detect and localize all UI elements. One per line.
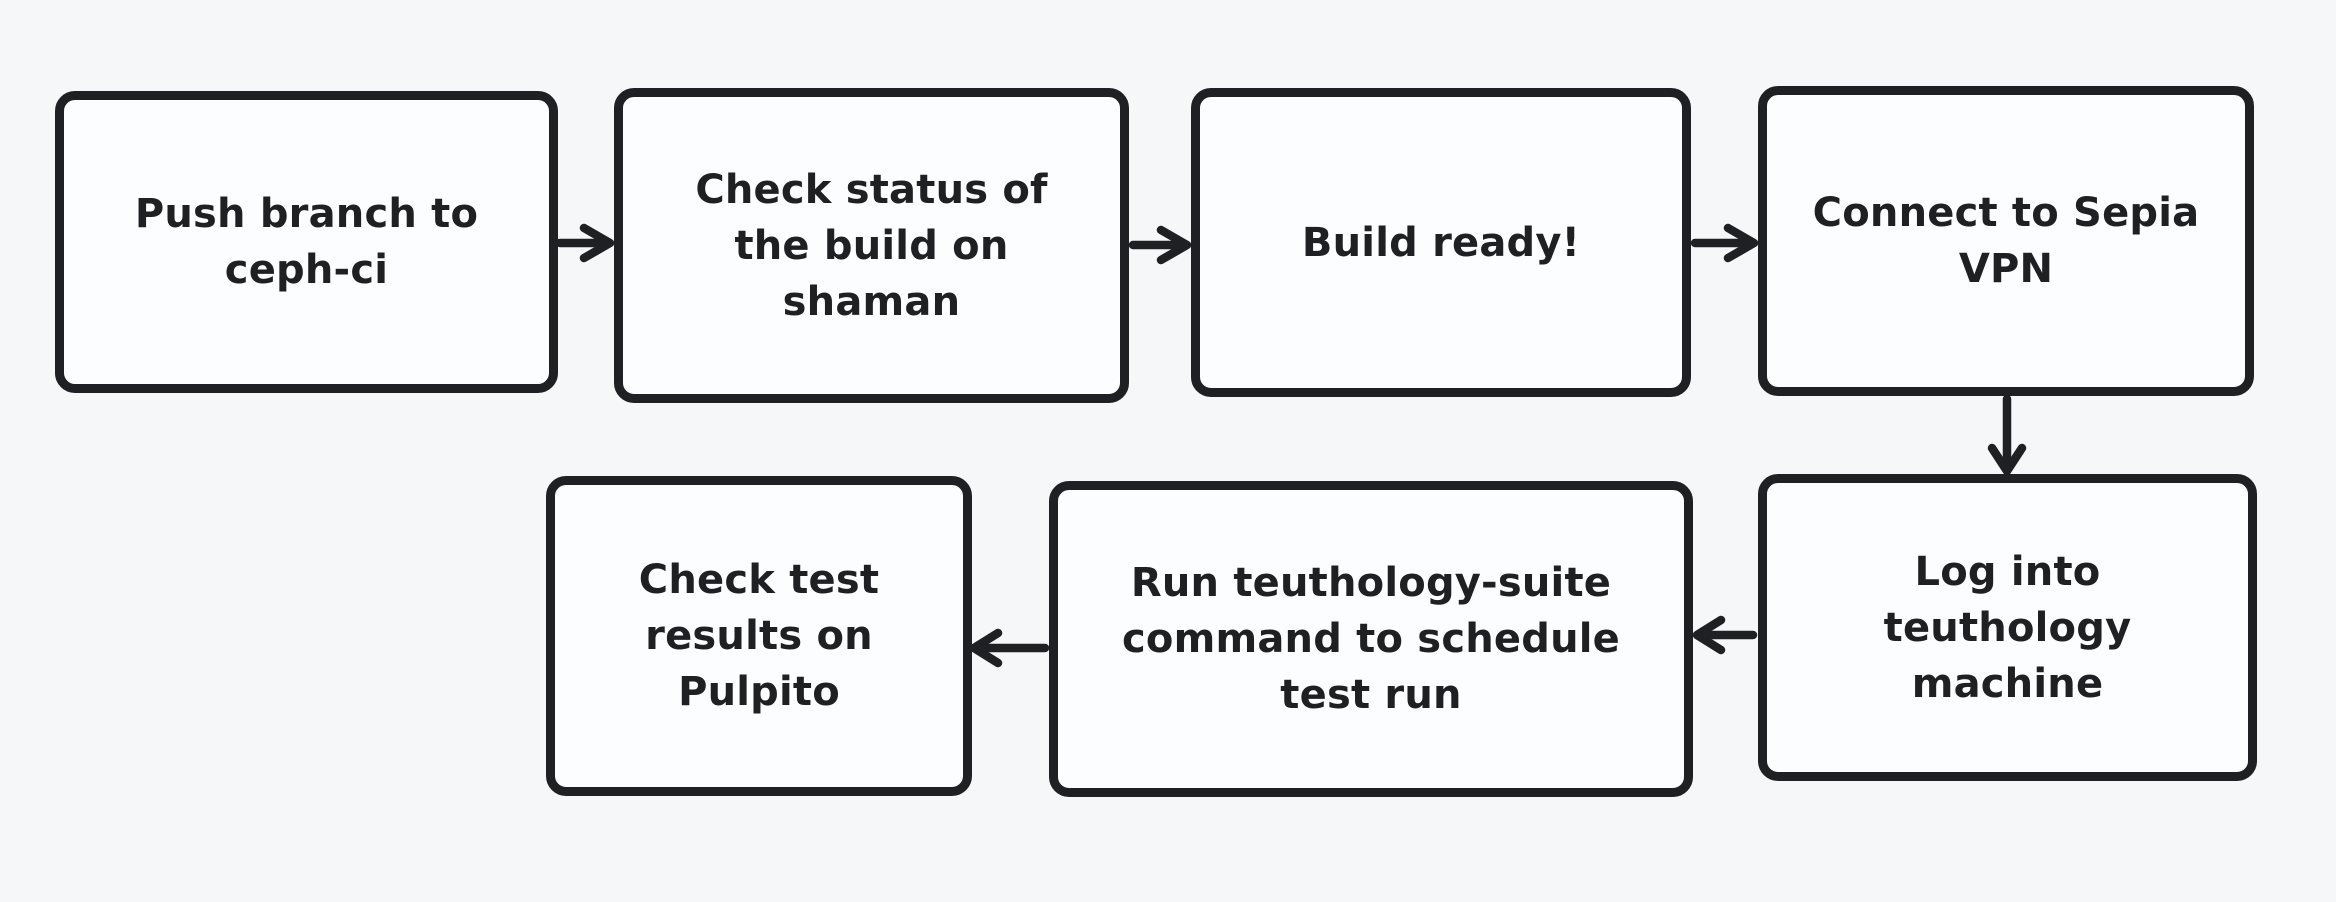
node-run-teuthology-suite: Run teuthology-suite command to schedule…	[1049, 481, 1693, 797]
arrow-build-ready-to-connect-vpn	[1690, 223, 1759, 263]
node-label: Connect to Sepia VPN	[1812, 190, 2200, 292]
node-check-build-status: Check status of the build on shaman	[614, 88, 1129, 403]
node-label: Build ready!	[1301, 219, 1581, 266]
node-label: Push branch to ceph-ci	[134, 191, 479, 293]
node-label: Check status of the build on shaman	[695, 166, 1048, 325]
node-build-ready: Build ready!	[1191, 88, 1691, 397]
arrow-log-into-teuthology-to-run-suite	[1692, 615, 1758, 655]
arrow-run-suite-to-check-results	[969, 628, 1050, 668]
node-connect-to-sepia-vpn: Connect to Sepia VPN	[1758, 86, 2254, 396]
node-label: Check test results on Pulpito	[638, 557, 880, 715]
arrow-push-branch-to-check-status	[555, 223, 615, 263]
arrow-check-status-to-build-ready	[1128, 225, 1192, 265]
arrow-connect-vpn-to-log-into-teuthology	[1987, 394, 2027, 476]
node-push-branch-to-ceph-ci: Push branch to ceph-ci	[55, 91, 558, 393]
node-log-into-teuthology-machine: Log into teuthology machine	[1758, 474, 2257, 781]
node-check-test-results-pulpito: Check test results on Pulpito	[546, 476, 972, 796]
node-label: Log into teuthology machine	[1883, 548, 2132, 707]
node-label: Run teuthology-suite command to schedule…	[1122, 560, 1620, 718]
